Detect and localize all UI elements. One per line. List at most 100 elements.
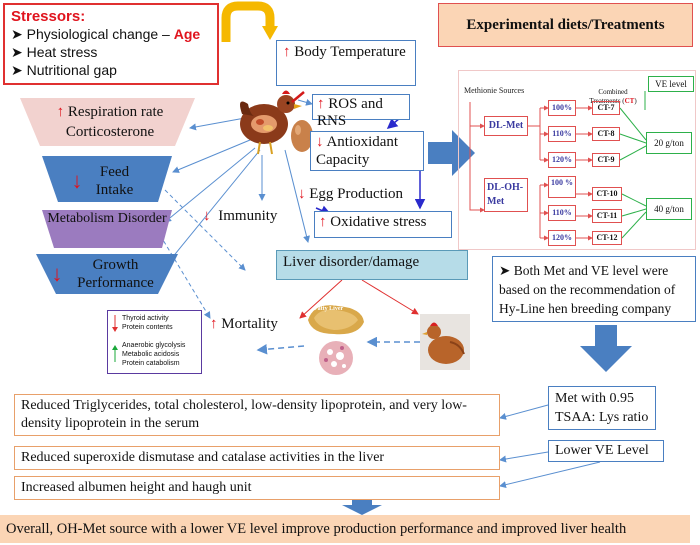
liver-disorder-label: Liver disorder/damage — [283, 254, 420, 270]
yellow-curved-arrow — [221, 1, 275, 42]
ct-box: CT-11 — [592, 209, 622, 223]
conclusion-arrow — [342, 496, 382, 515]
left-shapes — [20, 98, 195, 294]
experimental-frame — [458, 70, 696, 250]
ct-box: CT-8 — [592, 127, 620, 141]
dlmet-label: DL-Met — [488, 120, 524, 131]
arrow-bullet-icon: ➤ — [11, 62, 27, 78]
stressor-label: Heat stress — [26, 44, 98, 60]
ct-label: CT — [624, 97, 635, 105]
respiration-text: ↑ Respiration rate Corticosterone — [30, 102, 190, 142]
mortality: ↑ Mortality — [210, 316, 300, 338]
legend-item: Thyroid activity — [122, 315, 169, 322]
hen-anatomy-image — [240, 90, 305, 155]
legend-item: Protein catabolism — [122, 360, 180, 367]
result-box-liver: Reduced superoxide dismutase and catalas… — [14, 446, 500, 470]
arrow-down-icon: ↓ — [51, 261, 63, 286]
ct-label: CT-12 — [596, 233, 618, 242]
pct-label: 120% — [552, 155, 572, 164]
immunity: ↓ Immunity — [203, 208, 293, 230]
liver-disorder-box: Liver disorder/damage — [276, 250, 468, 280]
dlohmet-box: DL-OH-Met — [484, 178, 528, 212]
stressors-title: Stressors: — [11, 8, 86, 25]
corticosterone-label: Corticosterone — [65, 124, 155, 140]
ve-label: 40 g/ton — [654, 204, 684, 214]
mortality-label: Mortality — [221, 316, 278, 332]
ct-box: CT-10 — [592, 187, 622, 201]
arrow-up-icon: ↑ — [319, 214, 327, 230]
conclusion-box: Overall, OH-Met source with a lower VE l… — [0, 515, 690, 543]
growth-label: Growth Performance — [77, 257, 154, 291]
ve-box: 20 g/ton — [646, 132, 692, 154]
recommendation-text: Both Met and VE level were based on the … — [499, 263, 676, 316]
feed-intake-label: Feed Intake — [95, 164, 134, 198]
result-box-serum: Reduced Triglycerides, total cholesterol… — [14, 394, 500, 436]
legend-item: Protein contents — [122, 324, 173, 331]
pct-box: 120% — [548, 230, 576, 246]
ve-box: 40 g/ton — [646, 198, 692, 220]
arrow-down-icon: ↓ — [203, 208, 211, 224]
pct-box: 100 % — [548, 176, 576, 198]
ct-label: CT-9 — [597, 155, 615, 164]
antioxidant-label: Antioxidant Capacity — [316, 134, 399, 168]
result-box-albumen: Increased albumen height and haugh unit — [14, 476, 500, 500]
result-text: Reduced superoxide dismutase and catalas… — [21, 450, 385, 465]
feed-intake-shape — [42, 156, 172, 202]
arrow-up-icon: ↑ — [283, 44, 291, 60]
lower-ve-box: Lower VE Level — [548, 440, 664, 462]
arrow-down-icon: ↓ — [316, 134, 324, 150]
arrow-up-icon — [112, 345, 118, 362]
result-text: Reduced Triglycerides, total cholesterol… — [21, 398, 467, 431]
experimental-title: Experimental diets/Treatments — [466, 16, 665, 33]
fatty-liver-label: Fatty Liver — [314, 306, 343, 312]
egg-image — [291, 120, 313, 152]
ct-label: CT-7 — [597, 103, 615, 112]
recommendation-box: ➤ Both Met and VE level were based on th… — [492, 256, 696, 322]
arrow-up-icon: ↑ — [317, 96, 325, 112]
stressor-age: Age — [173, 26, 201, 42]
metabolism-label: Metabolism Disorder — [47, 211, 167, 226]
stressor-label: Physiological change – — [26, 26, 170, 42]
pct-label: 110% — [552, 208, 572, 217]
pct-label: 100 % — [551, 178, 573, 187]
physiology-legend-box: Thyroid activity Protein contents Anaero… — [107, 310, 202, 374]
oxidative-stress-box: ↑ Oxidative stress — [314, 211, 452, 238]
dlmet-box: DL-Met — [484, 116, 528, 136]
feed-intake-text: ↓ Feed Intake — [40, 160, 170, 202]
ve-label: 20 g/ton — [654, 138, 684, 148]
met-ratio-text: Met with 0.95 TSAA: Lys ratio — [555, 391, 649, 425]
ve-level-text: VE level — [655, 79, 687, 89]
legend-item: Anaerobic glycolysis — [122, 342, 186, 349]
hen-photo — [420, 314, 470, 370]
body-temperature-label: Body Temperature — [294, 44, 406, 60]
respiration-label: Respiration rate — [67, 104, 164, 120]
stressor-label: Nutritional gap — [26, 62, 117, 78]
growth-shape — [36, 254, 178, 294]
ct-label: CT-10 — [596, 189, 618, 198]
stressor-item-nutrition: ➤ Nutritional gap — [11, 61, 211, 79]
result-text: Increased albumen height and haugh unit — [21, 480, 252, 495]
metabolism-text: Metabolism Disorder — [44, 210, 170, 228]
ct-label: CT-8 — [597, 129, 615, 138]
lower-ve-text: Lower VE Level — [555, 443, 649, 458]
ve-level-label: VE level — [648, 76, 694, 92]
arrow-down-icon: ↓ — [71, 168, 83, 193]
ros-rns-label: ROS and RNS — [317, 96, 383, 129]
big-arrow-down — [580, 325, 632, 372]
arrow-down-icon — [112, 315, 118, 332]
ct-box: CT-12 — [592, 231, 622, 245]
fatty-liver-image: Fatty Liver — [308, 305, 364, 375]
arrow-bullet-icon: ➤ — [11, 26, 27, 42]
stressors-box: Stressors: ➤ Physiological change – Age … — [3, 3, 219, 85]
big-arrow-right — [428, 130, 475, 176]
ros-rns-box: ↑ ROS and RNS — [312, 94, 410, 129]
pct-label: 110% — [552, 129, 572, 138]
ct-box: CT-7 — [592, 101, 620, 115]
ct-box: CT-9 — [592, 153, 620, 167]
met-ratio-box: Met with 0.95 TSAA: Lys ratio — [548, 386, 656, 430]
arrow-up-icon: ↑ — [56, 104, 65, 120]
arrow-bullet-icon: ➤ — [499, 263, 514, 278]
combined-close: ) — [634, 97, 637, 105]
methionine-sources-label: Methionie Sources — [464, 86, 525, 95]
